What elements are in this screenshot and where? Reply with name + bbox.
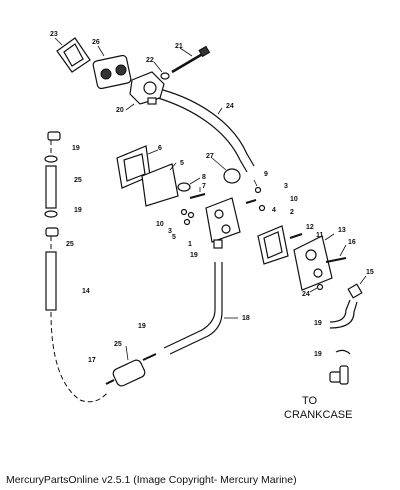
cover-13 xyxy=(293,233,335,291)
callout-label: 26 xyxy=(92,39,100,46)
destination-label-crankcase: CRANKCASE xyxy=(284,409,352,421)
elbow-fitting-20 xyxy=(125,71,165,111)
callout-label: 19 xyxy=(74,207,82,214)
pin-7 xyxy=(189,187,206,199)
hose-24-lower xyxy=(163,262,238,355)
fuel-pump-exploded-diagram: 23 26 22 21 20 24 19 6 25 5 27 8 7 9 3 4… xyxy=(44,31,374,421)
callout-label: 8 xyxy=(202,174,206,181)
callout-label: 19 xyxy=(314,351,322,358)
callout-labels: 23 26 22 21 20 24 19 6 25 5 27 8 7 9 3 4… xyxy=(50,31,374,364)
callout-label: 10 xyxy=(290,196,298,203)
callout-label: 15 xyxy=(366,269,374,276)
pump-body-4 xyxy=(205,197,241,249)
callout-label: 1 xyxy=(188,241,192,248)
fuel-filter-18 xyxy=(105,345,157,387)
callout-label: 14 xyxy=(82,288,90,295)
copyright-footer: MercuryPartsOnline v2.5.1 (Image Copyrig… xyxy=(6,474,297,486)
hardware-cluster xyxy=(180,179,266,226)
check-valve-27 xyxy=(211,157,241,184)
screw-14 xyxy=(309,283,324,293)
callout-label: 25 xyxy=(66,241,74,248)
callout-label: 5 xyxy=(172,234,176,241)
diaphragm-5 xyxy=(141,162,179,207)
callout-label: 27 xyxy=(206,153,214,160)
washer-22 xyxy=(153,61,170,80)
callout-label: 25 xyxy=(74,177,82,184)
gasket-23 xyxy=(54,37,91,73)
washer-8 xyxy=(177,177,201,192)
callout-label: 10 xyxy=(156,221,164,228)
callout-label: 5 xyxy=(180,160,184,167)
callout-label: 16 xyxy=(348,239,356,246)
callout-label: 21 xyxy=(175,43,183,50)
callout-label: 22 xyxy=(146,57,154,64)
callout-label: 2 xyxy=(290,209,294,216)
callout-label: 18 xyxy=(242,315,250,322)
bracket-26 xyxy=(92,45,132,90)
destination-label-to: TO xyxy=(302,395,318,407)
callout-label: 19 xyxy=(72,145,80,152)
callout-label: 9 xyxy=(264,171,268,178)
callout-label: 7 xyxy=(202,183,206,190)
hose-24-upper xyxy=(157,89,255,173)
gasket-plate-2-11 xyxy=(257,225,303,265)
screw-16 xyxy=(325,244,347,263)
callout-label: 24 xyxy=(226,103,234,110)
callout-label: 4 xyxy=(272,207,276,214)
left-hose-line xyxy=(44,131,109,403)
callout-label: 19 xyxy=(314,320,322,327)
elbow-fitting-17 xyxy=(329,365,349,385)
hose-25-right xyxy=(329,299,358,329)
callout-label: 25 xyxy=(114,341,122,348)
clamp-19-right xyxy=(335,349,351,355)
callout-label: 17 xyxy=(88,357,96,364)
callout-label: 11 xyxy=(316,232,324,239)
callout-label: 12 xyxy=(306,224,314,231)
callout-label: 24 xyxy=(302,291,310,298)
callout-label: 23 xyxy=(50,31,58,38)
callout-label: 13 xyxy=(338,227,346,234)
callout-label: 3 xyxy=(168,228,172,235)
callout-label: 3 xyxy=(284,183,288,190)
fitting-15 xyxy=(347,275,367,299)
callout-label: 6 xyxy=(158,145,162,152)
screw-21 xyxy=(171,45,211,74)
callout-label: 19 xyxy=(138,323,146,330)
callout-label: 19 xyxy=(190,252,198,259)
callout-label: 20 xyxy=(116,107,124,114)
